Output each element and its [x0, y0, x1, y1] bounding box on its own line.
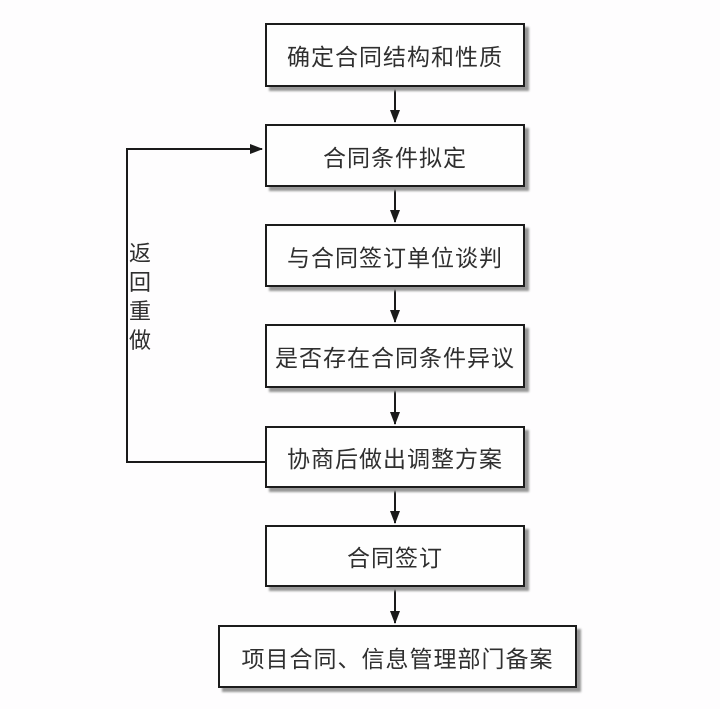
flow-step-negotiate: 与合同签订单位谈判 — [265, 224, 525, 287]
flow-step-label: 合同条件拟定 — [323, 145, 467, 172]
flow-step-label: 确定合同结构和性质 — [287, 45, 503, 71]
flow-step-label: 合同签订 — [347, 546, 443, 572]
flow-step-filing: 项目合同、信息管理部门备案 — [218, 625, 577, 688]
loop-back-label: 返回重做 — [128, 242, 151, 354]
flow-step-label: 协商后做出调整方案 — [287, 447, 503, 473]
flow-step-label: 项目合同、信息管理部门备案 — [241, 646, 554, 673]
loop-back-arrow — [126, 144, 265, 463]
flow-step-check-objections: 是否存在合同条件异议 — [265, 324, 525, 388]
flow-step-label: 是否存在合同条件异议 — [275, 346, 515, 372]
flow-step-label: 与合同签订单位谈判 — [287, 245, 503, 272]
flow-step-draft-conditions: 合同条件拟定 — [265, 124, 525, 187]
flow-step-determine-structure: 确定合同结构和性质 — [265, 23, 525, 87]
flow-step-sign-contract: 合同签订 — [265, 525, 525, 587]
flow-step-adjustment-plan: 协商后做出调整方案 — [265, 426, 525, 488]
